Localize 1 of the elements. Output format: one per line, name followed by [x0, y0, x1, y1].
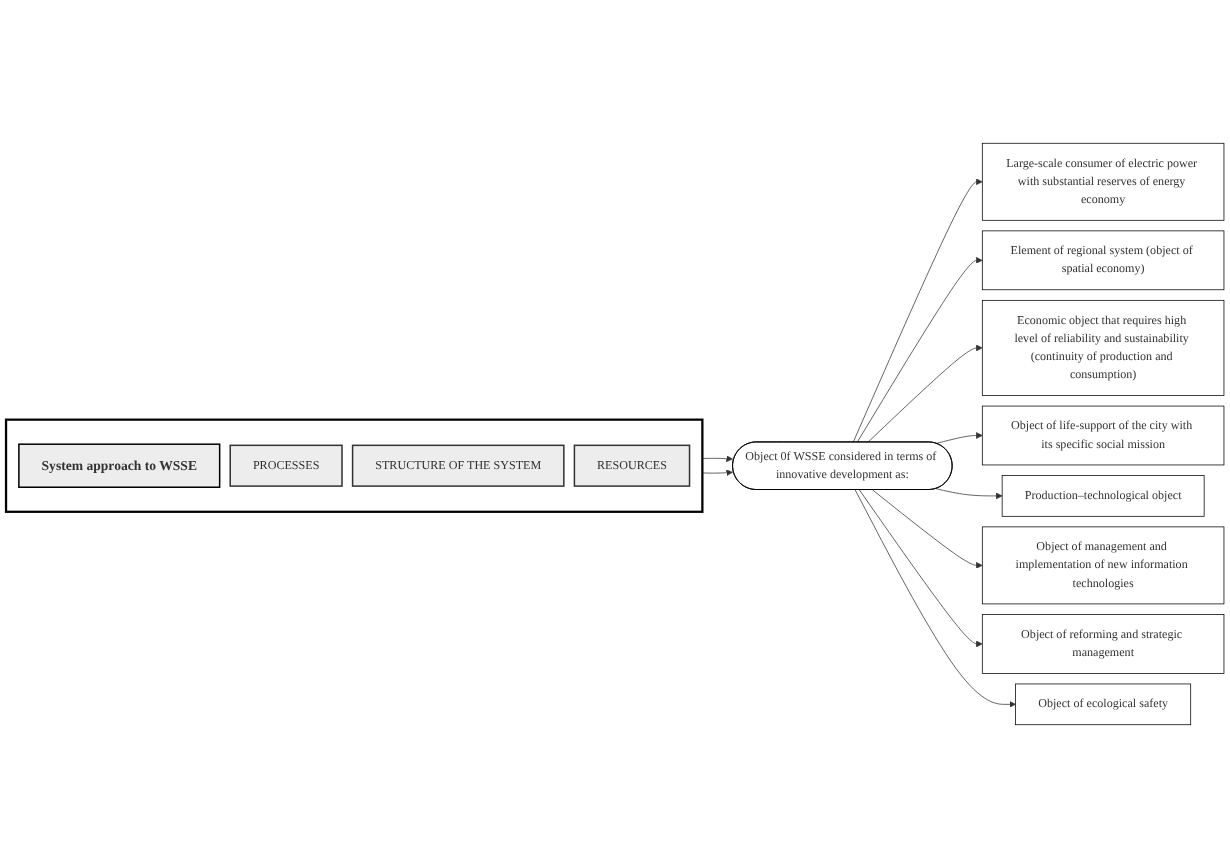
- cluster: [4, 418, 704, 513]
